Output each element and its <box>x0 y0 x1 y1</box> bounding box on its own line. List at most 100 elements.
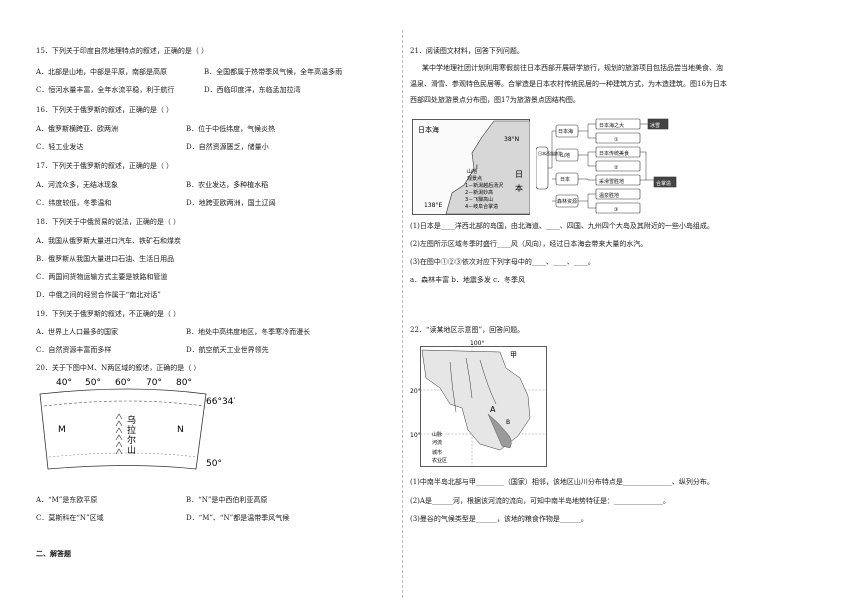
q20-stem: 20．关于下图中M、N两区域的叙述，正确的是（ ） <box>36 364 201 372</box>
q22-stem: 22．“读某地区示意图”，回答问题。 <box>410 326 525 334</box>
q19-option-c: C．自然资源丰富而多样 <box>36 346 112 354</box>
section-heading: 二、解答题 <box>36 550 71 558</box>
q16-option-b: B．位于中低纬度，气候炎热 <box>186 125 276 133</box>
q21-legend-3: 1－新潟越后汤沢 <box>465 182 503 189</box>
q15-stem: 15．下列关于印度自然地理特点的叙述，正确的是（ ） <box>36 47 209 55</box>
q21-legend-6: 4－岐阜合掌造 <box>465 203 498 210</box>
q15-option-c: C．恒河水量丰富，全年水流平稳，利于航行 <box>36 86 175 94</box>
q22-lat20-label: 20° <box>410 388 421 395</box>
q21-structure-chart: 日本西部旅游 日本海 山地 日本 森林资源 日本海之大 ① 日本传统美食 ② 采… <box>536 118 677 214</box>
q16-stem: 16．下列关于俄罗斯的叙述，正确的是（ ） <box>36 106 174 114</box>
q20-lon-60: 60° <box>115 378 131 388</box>
q21-sub2: (2)左图所示区域冬季时盛行____风（风向），经过日本海会带来大量的水汽。 <box>410 240 648 248</box>
q21-chart-box-6: 温泉胜地 <box>599 192 619 199</box>
q20-region-m: M <box>58 425 66 435</box>
q18-option-a: A．我国从俄罗斯大量进口汽车、铁矿石和煤炭 <box>36 237 182 245</box>
q16-option-d: D．自然资源匮乏，储量小 <box>186 143 269 151</box>
q18-option-b: B．俄罗斯从我国大量进口石油、生活日用品 <box>36 255 175 263</box>
q20-option-c: C．莫斯科在“N”区域 <box>36 514 104 522</box>
q20-mountain-char-1: 乌 <box>127 414 136 426</box>
q22-label-jia: 甲 <box>510 351 517 359</box>
q20-lon-50: 50° <box>85 378 101 388</box>
q22-lon-label: 100° <box>470 340 484 347</box>
q20-lon-40: 40° <box>56 378 72 388</box>
q20-mountain-char-4: 山 <box>127 445 136 456</box>
q19-option-d: D．航空航天工业世界领先 <box>186 346 269 354</box>
q21-paragraph-line-3: 西部四处旅游景点分布图，图17为旅游景点因结构图。 <box>410 96 580 104</box>
q21-lat-label: 38°N <box>504 136 519 143</box>
q21-chart-box-2: ① <box>614 137 619 143</box>
q21-legend-4: 2－新潟妙高 <box>465 189 493 196</box>
q20-mountain-char-2: 拉 <box>127 424 136 436</box>
q21-legend-5: 3－飞騨高山 <box>465 196 493 203</box>
q15-option-b: B．全国都属于热带季风气候，全年高温多雨 <box>204 68 343 76</box>
q21-scale: 138°E <box>424 202 442 209</box>
q22-lat10-label: 10° <box>410 432 421 439</box>
q22-label-a: A <box>490 405 496 414</box>
q22-sub3: (3)曼谷的气候类型是______，该地的粮食作物是______。 <box>410 515 588 523</box>
q21-sea-label: 日本海 <box>418 125 439 134</box>
q19-option-b: B．地处中高纬度地区，冬季寒冷而漫长 <box>186 328 311 336</box>
q22-land <box>421 349 531 451</box>
q22-map: 100° 20° 10° 甲 A B 山脉 河流 城市 农业区 <box>410 340 547 467</box>
q21-chart-far-2: 合掌造 <box>656 180 671 187</box>
q20-lon-70: 70° <box>146 378 162 388</box>
q21-chart-box-1: 日本海之大 <box>599 122 624 129</box>
q19-option-a: A．世界上人口最多的国家 <box>36 328 119 336</box>
q21-chart-box-5: 采滑雪胜地 <box>599 178 624 185</box>
q18-option-d: D．中俄之间的经贸合作属于“南北对话” <box>36 291 161 299</box>
q21-chart-root: 日本西部旅游 <box>538 150 562 156</box>
q21-stem: 21．阅读图文材料，回答下列问题。 <box>410 47 524 55</box>
q20-arctic-circle <box>43 400 205 407</box>
q20-option-d: D．“M”、“N”都是温带季风气候 <box>186 514 290 522</box>
q17-option-a: A．河流众多，无结冰现象 <box>36 181 119 189</box>
q22-label-b: B <box>506 419 510 426</box>
q20-option-a: A．“M”是东欧平原 <box>36 496 98 504</box>
q21-chart-box-3: 日本传统美食 <box>599 150 629 157</box>
q22-sub2: (2)A是______河，根据该河流的流向，可知中南半岛地势特征是：______… <box>410 497 670 505</box>
q18-option-c: C．两国间货物运输方式主要是铁路和管道 <box>36 273 168 281</box>
q20-map: 40° 50° 60° 70° 80° 66°34′ 50° M N 乌 拉 尔… <box>39 378 235 470</box>
q17-option-c: C．纬度较低，冬季温和 <box>36 199 112 207</box>
q20-mountain-icon <box>115 413 123 455</box>
q21-chart-box-4: ② <box>614 165 619 171</box>
q16-option-c: C．轻工业发达 <box>36 143 84 151</box>
q22-legend-3: 城市 <box>432 449 442 456</box>
q21-land <box>445 120 530 215</box>
q19-stem: 19．下列关于俄罗斯的叙述，不正确的是（ ） <box>36 310 181 318</box>
q22-legend-4: 农业区 <box>432 457 447 464</box>
q21-japan-map: 日本海 38°N I 日 本 山地 观景点 1－新潟越后汤沢 2－新潟妙高 3－… <box>412 119 530 215</box>
q21-num-i: I <box>476 164 478 171</box>
q16-option-a: A．俄罗斯横跨亚、欧两洲 <box>36 125 119 133</box>
q15-option-a: A．北部是山地，中部是平原，南部是高原 <box>36 68 168 76</box>
q20-lon-80: 80° <box>176 378 192 388</box>
q20-option-b: B．“N”是中西伯利亚高原 <box>186 496 268 504</box>
q22-legend-2: 河流 <box>432 439 442 446</box>
q20-lat-50-line <box>48 452 198 458</box>
q17-stem: 17．下列关于俄罗斯的叙述，正确的是（ ） <box>36 162 174 170</box>
q21-chart-far-1: 冰雪 <box>650 122 660 129</box>
q21-legend-2: 观景点 <box>467 175 482 182</box>
q21-chart-mid-3: 日本 <box>560 176 570 183</box>
q21-chart-box-7: ③ <box>614 207 618 213</box>
q21-paragraph-line-2: 温泉、滑雪、参观特色民居等。合掌造是日本农村传统民居的一种建筑方式，为木造建筑。… <box>410 80 727 88</box>
q20-lat-arctic: 66°34′ <box>206 397 235 407</box>
q21-options: a．森林丰富 b．地震多发 c．冬季风 <box>410 276 526 284</box>
q21-chart-mid-1: 日本海 <box>558 128 573 135</box>
q21-ocean-char-2: 本 <box>515 183 523 193</box>
q21-sub1: (1)日本是____洋西北部的岛国，由北海道、____、四国、九州四个大岛及其附… <box>410 222 714 230</box>
q21-paragraph-line-1: 某中学地理社团计划利用寒假前往日本西部开展研学旅行，规划的旅游项目包括品尝当地美… <box>422 64 723 72</box>
q21-ocean-char-1: 日 <box>515 170 523 179</box>
q21-legend-1: 山地 <box>467 168 477 175</box>
q17-option-b: B．农业发达，多种植水稻 <box>186 181 269 189</box>
q17-option-d: D．地跨亚欧两洲，国土辽阔 <box>186 199 276 207</box>
q18-stem: 18．下列关于中俄贸易的说法，正确的是（ ） <box>36 218 181 226</box>
q15-option-d: D．西临印度洋，东临孟加拉湾 <box>204 86 301 94</box>
column-divider <box>402 30 403 598</box>
q20-mountain-char-3: 尔 <box>127 434 136 446</box>
q22-agri-area <box>487 413 512 449</box>
q20-map-frame <box>39 388 207 470</box>
q21-chart-mid-2: 山地 <box>560 152 570 159</box>
q21-chart-mid-4: 森林资源 <box>557 198 577 205</box>
